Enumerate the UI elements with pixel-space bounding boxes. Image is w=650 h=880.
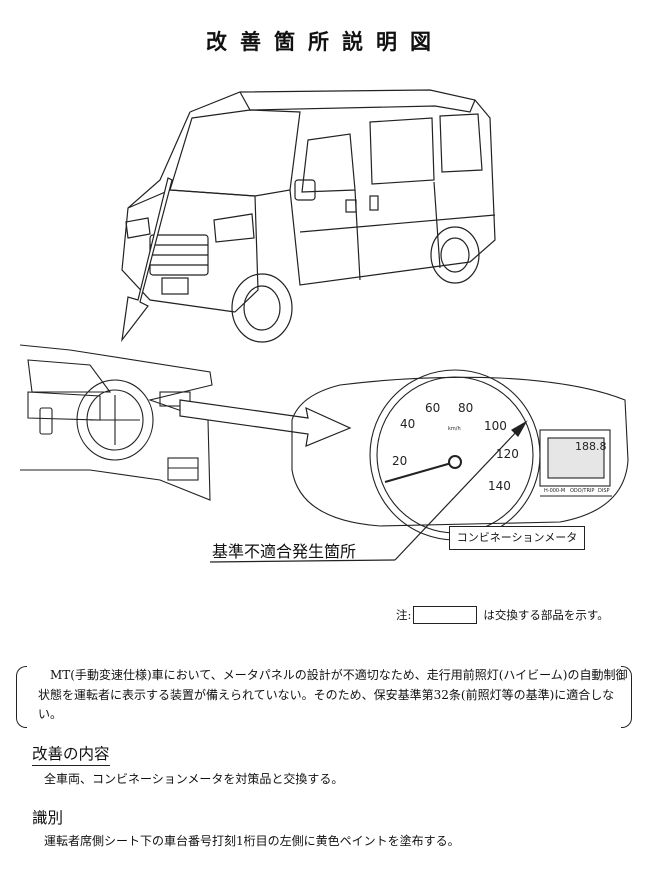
legend-box: [413, 606, 478, 624]
speed-tick-label: 20: [392, 454, 407, 468]
left-bracket: [16, 666, 27, 728]
speed-tick-label: 140: [488, 479, 511, 493]
arrow-dashboard-to-meter: [179, 399, 352, 447]
improvement-heading: 改善の内容: [32, 742, 110, 766]
speed-tick-label: 80: [458, 401, 473, 415]
defect-description: MT(手動変速仕様)車において、メータパネルの設計が不適切なため、走行用前照灯(…: [38, 668, 628, 721]
combination-meter: [291, 369, 629, 541]
dashboard-illustration: [19, 344, 213, 501]
speed-tick-label: 60: [425, 401, 440, 415]
combination-meter-label: コンビネーションメータ: [449, 526, 585, 550]
speedometer-needle: [384, 455, 462, 483]
van-illustration: [121, 89, 496, 343]
lcd-digits: 188.8: [575, 440, 607, 453]
arrow-van-to-dashboard: [121, 177, 173, 343]
identification-heading: 識別: [32, 809, 64, 827]
speed-tick-label: 120: [496, 447, 519, 461]
note-prefix: 注:: [396, 608, 412, 622]
display-label: DISP: [598, 488, 610, 494]
note-suffix: は交換する部品を示す。: [483, 608, 609, 622]
display-label: H-000-M: [544, 488, 565, 494]
speed-tick-label: 100: [484, 419, 507, 433]
display-label: ODO/TRIP: [570, 488, 594, 494]
improvement-text: 全車両、コンビネーションメータを対策品と交換する。: [44, 772, 344, 786]
callout-leader-line: [209, 420, 528, 563]
identification-text: 運転者席側シート下の車台番号打刻1桁目の左側に黄色ペイントを塗布する。: [44, 834, 460, 848]
speed-tick-label: 40: [400, 417, 415, 431]
recall-illustration: 20 40 60 80 100 120 140 km/h 188.8 H-000…: [19, 89, 629, 563]
speed-unit-label: km/h: [448, 426, 461, 432]
page-title: 改善箇所説明図: [206, 29, 444, 54]
defect-location-label: 基準不適合発生箇所: [212, 542, 357, 561]
replacement-note: 注: は交換する部品を示す。: [396, 606, 609, 624]
